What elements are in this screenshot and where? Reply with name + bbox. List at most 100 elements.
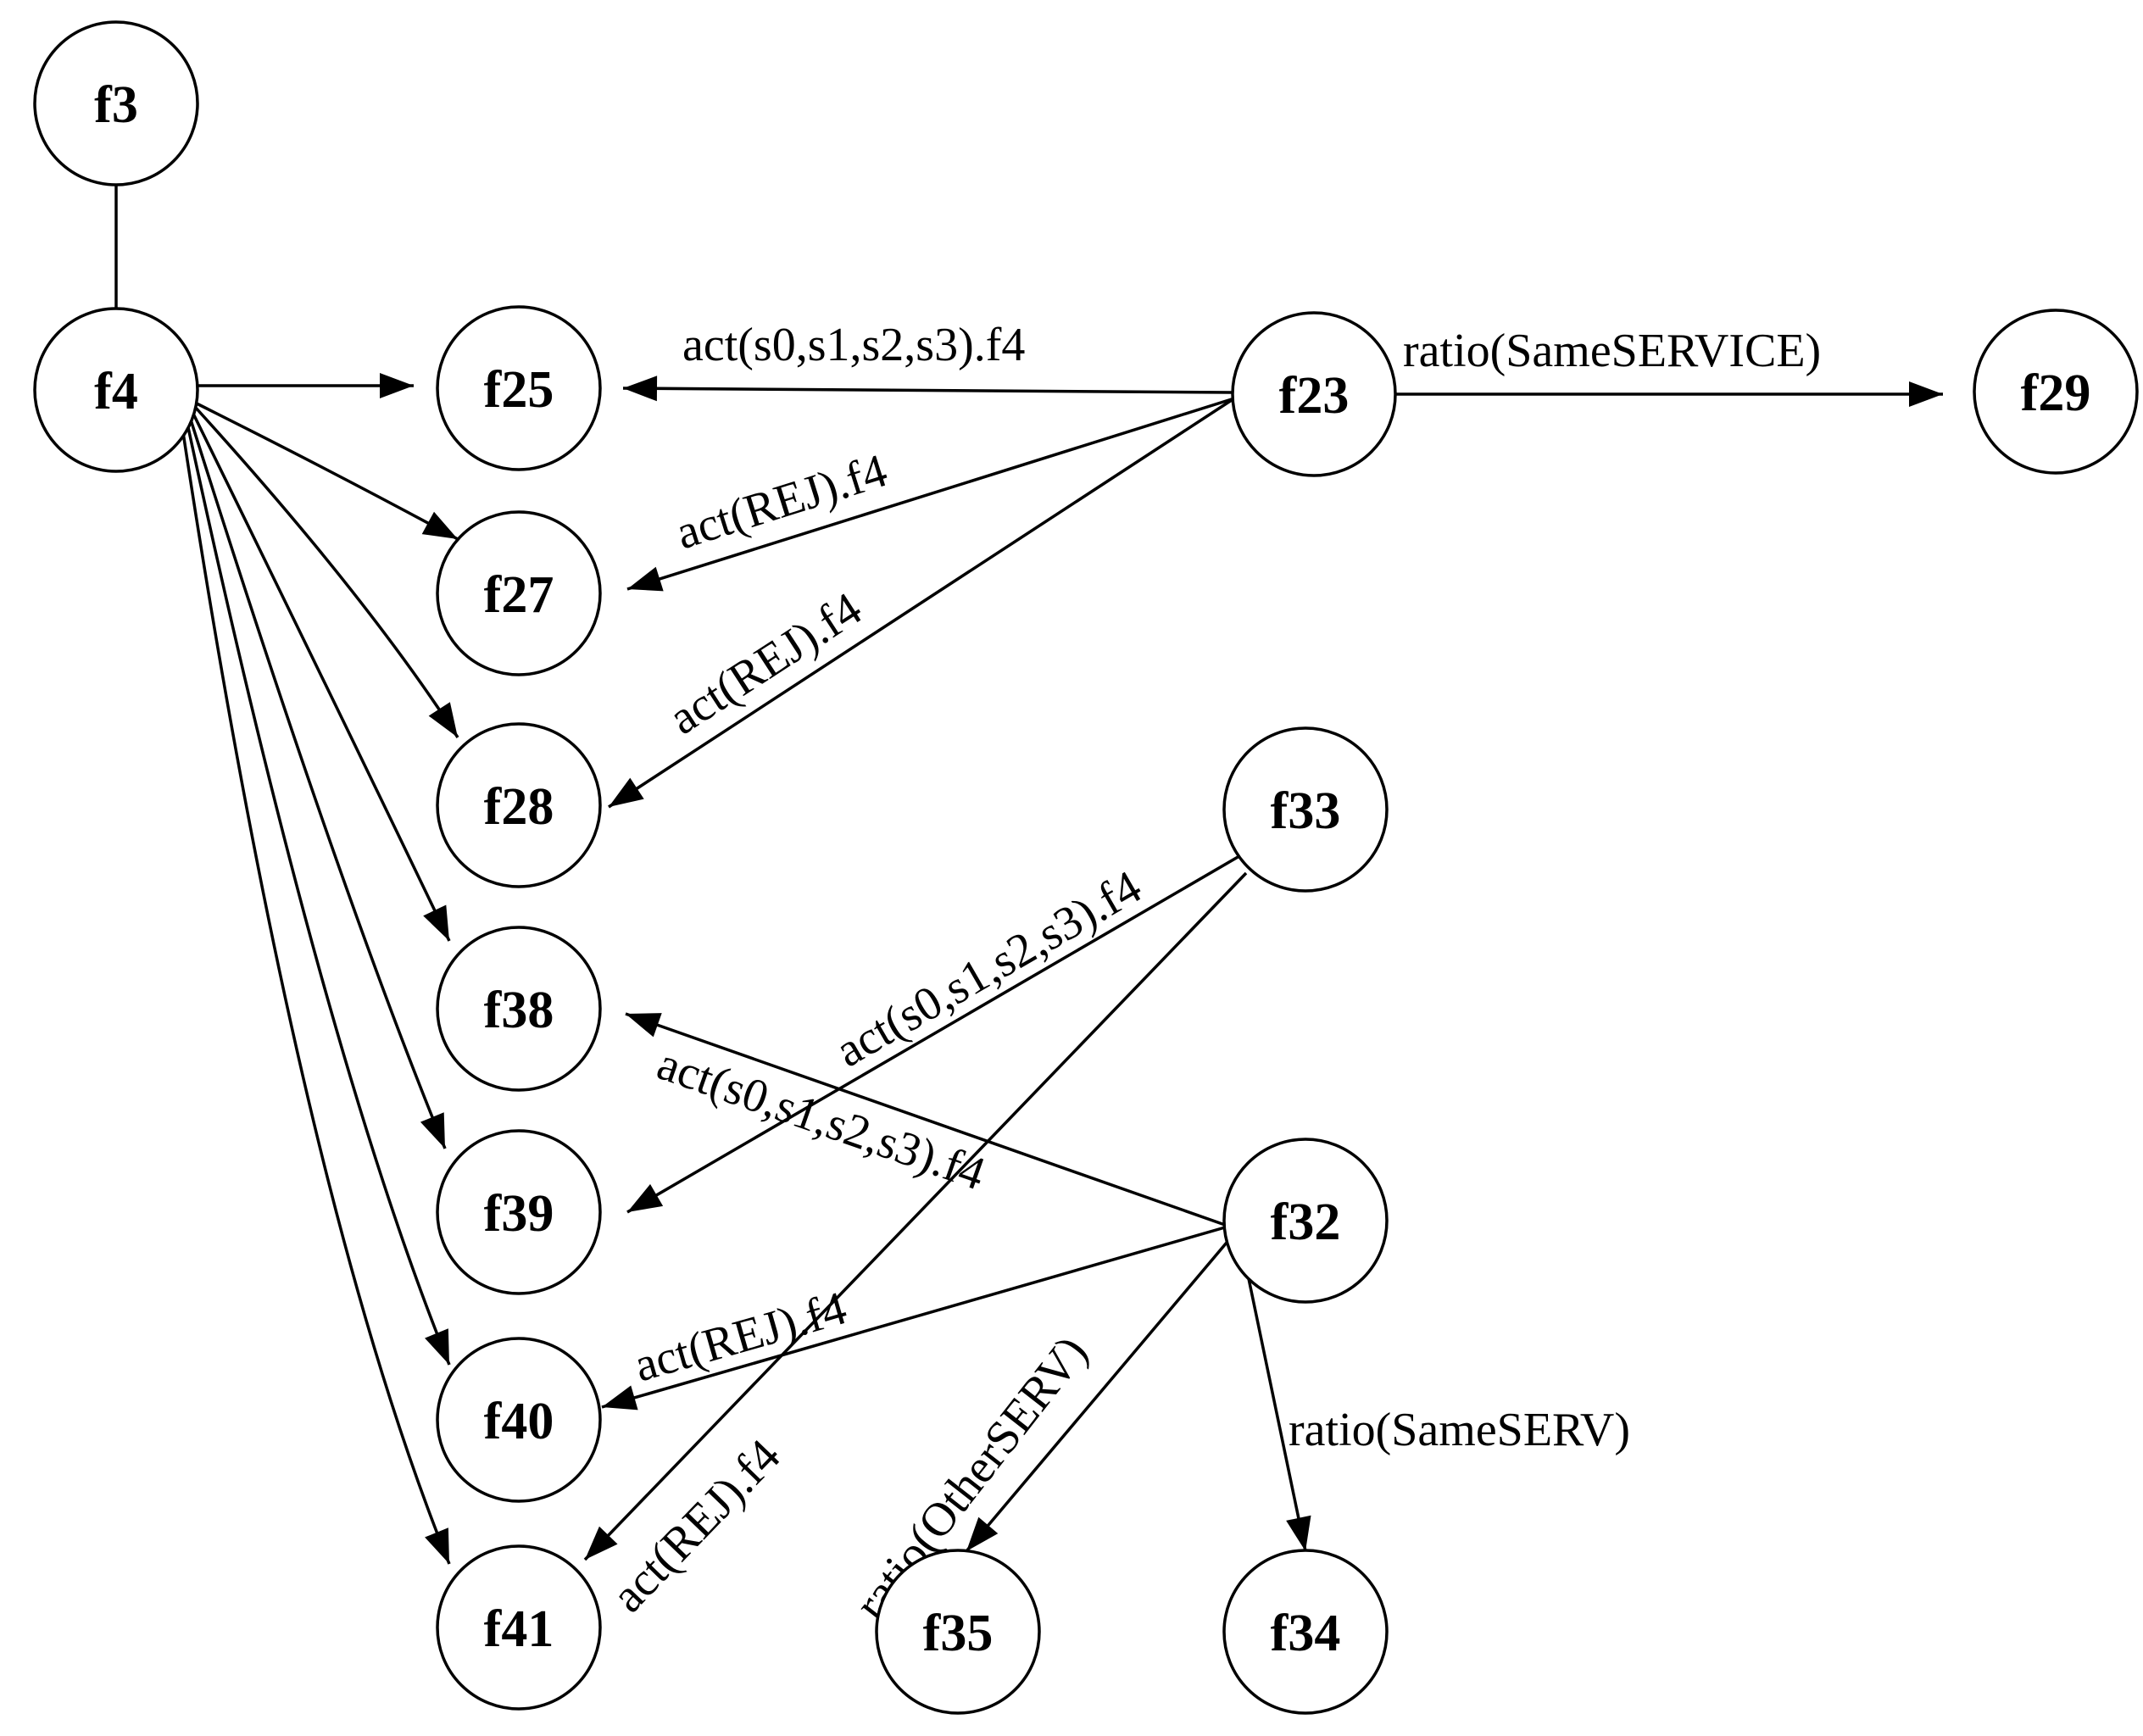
arrowhead-f32-f35 (966, 1516, 999, 1551)
edge-f23-f29 (1394, 381, 1943, 407)
edge-label-f32-f40: act(REJ).f4 (628, 1282, 852, 1392)
node-circle-f34 (1222, 1549, 1389, 1715)
edge-line-f32-f40 (601, 1226, 1226, 1409)
node-label-f34: f34 (1271, 1605, 1341, 1662)
edge-line-f4-f41 (180, 420, 451, 1565)
node-f25: f25 (436, 305, 602, 471)
node-circle-f39 (436, 1129, 602, 1295)
edge-labels-layer: act(s0,s1,s2,s3).f4 act(REJ).f4 act(REJ).f… (602, 319, 1821, 1630)
node-f40: f40 (436, 1337, 602, 1503)
arrowhead-f4-f27 (421, 511, 458, 539)
edge-label-f23-f25: act(s0,s1,s2,s3).f4 (682, 319, 1025, 371)
nodes-layer: f3 f4 f25 f27 f28 f38 f39 f40 f41 f23 f29 f33 f32 f35… (33, 20, 2139, 1715)
arrowhead-f4-f41 (425, 1527, 449, 1564)
edge-line-f32-f34 (1240, 1245, 1307, 1552)
node-label-f27: f27 (484, 566, 554, 624)
edge-f23-f25 (622, 376, 1234, 402)
arrowhead-f23-f27 (627, 566, 664, 592)
edge-f4-f28 (193, 405, 459, 738)
node-label-f33: f33 (1271, 782, 1341, 840)
node-circle-f27 (436, 510, 602, 676)
node-label-f35: f35 (923, 1605, 994, 1662)
node-label-f28: f28 (484, 778, 554, 836)
edge-f4-f27 (194, 401, 459, 541)
edge-line-f33-f41 (583, 871, 1248, 1561)
node-f32: f32 (1222, 1138, 1389, 1304)
arrowhead-f32-f40 (602, 1385, 638, 1410)
edge-f33-f41 (583, 871, 1248, 1561)
arrowhead-f4-f39 (420, 1112, 445, 1149)
edge-f32-f38 (625, 1012, 1226, 1227)
arrowhead-f23-f25 (623, 376, 658, 402)
node-label-f41: f41 (484, 1600, 554, 1658)
edge-f4-f39 (188, 416, 447, 1149)
node-circle-f4 (33, 307, 199, 473)
node-label-f25: f25 (484, 361, 554, 419)
edge-line-f23-f27 (626, 397, 1235, 591)
node-f34: f34 (1222, 1549, 1389, 1715)
arrowhead-f33-f39 (627, 1183, 664, 1212)
node-label-f29: f29 (2021, 364, 2091, 422)
node-label-f32: f32 (1271, 1194, 1341, 1251)
edge-label-f23-f28: act(REJ).f4 (660, 582, 871, 745)
edge-label-f33-f39: act(s0,s1,s2,s3).f4 (827, 860, 1150, 1077)
edge-label-f32-f38: act(s0,s1,s2,s3).f4 (651, 1038, 992, 1201)
node-f41: f41 (436, 1544, 602, 1711)
node-circle-f25 (436, 305, 602, 471)
node-f28: f28 (436, 722, 602, 888)
edge-f32-f40 (601, 1226, 1226, 1410)
edge-label-f23-f27: act(REJ).f4 (670, 444, 893, 559)
node-label-f23: f23 (1279, 367, 1350, 425)
node-label-f4: f4 (94, 363, 138, 420)
arrowhead-f32-f38 (626, 1013, 662, 1038)
edge-f23-f27 (626, 397, 1235, 592)
node-f27: f27 (436, 510, 602, 676)
node-circle-f32 (1222, 1138, 1389, 1304)
edge-line-f4-f38 (192, 413, 451, 942)
edge-line-f32-f38 (625, 1012, 1226, 1227)
edge-line-f4-f27 (194, 401, 459, 541)
edge-label-f23-f29: ratio(SameSERVICE) (1403, 325, 1821, 377)
node-circle-f3 (33, 20, 199, 186)
node-label-f39: f39 (484, 1185, 554, 1243)
edge-f4-f40 (185, 419, 451, 1366)
node-label-f38: f38 (484, 982, 554, 1039)
node-f23: f23 (1231, 311, 1397, 477)
node-label-f3: f3 (94, 76, 138, 134)
node-f35: f35 (875, 1549, 1041, 1715)
edge-line-f4-f28 (193, 405, 459, 738)
arrowhead-f23-f29 (1909, 381, 1943, 407)
edge-label-f33-f41: act(REJ).f4 (602, 1429, 791, 1622)
node-circle-f29 (1973, 309, 2139, 475)
node-f39: f39 (436, 1129, 602, 1295)
node-f33: f33 (1222, 726, 1389, 893)
node-f29: f29 (1973, 309, 2139, 475)
node-f4: f4 (33, 307, 199, 473)
edge-line-f4-f39 (188, 416, 447, 1149)
edge-f33-f39 (626, 854, 1240, 1214)
node-circle-f23 (1231, 311, 1397, 477)
arrowhead-f4-f25 (380, 373, 414, 398)
node-circle-f35 (875, 1549, 1041, 1715)
edge-line-f32-f35 (965, 1236, 1233, 1553)
edge-f4-f41 (180, 420, 451, 1565)
arrowhead-f4-f38 (423, 904, 449, 941)
node-circle-f41 (436, 1544, 602, 1711)
edges-layer (114, 185, 1943, 1565)
edge-line-f4-f40 (185, 419, 451, 1366)
edge-line-f23-f25 (622, 387, 1234, 394)
arrowhead-f23-f28 (609, 777, 644, 807)
node-circle-f40 (436, 1337, 602, 1503)
edge-f23-f28 (608, 397, 1235, 809)
edge-f4-f38 (192, 413, 451, 942)
node-f3: f3 (33, 20, 199, 186)
node-f38: f38 (436, 926, 602, 1092)
node-circle-f33 (1222, 726, 1389, 893)
edge-label-f32-f34: ratio(SameSERV) (1289, 1404, 1630, 1456)
node-circle-f38 (436, 926, 602, 1092)
edge-line-f33-f39 (626, 854, 1240, 1214)
node-circle-f28 (436, 722, 602, 888)
arrowhead-f4-f28 (428, 702, 458, 737)
arrowhead-f4-f40 (425, 1328, 449, 1365)
